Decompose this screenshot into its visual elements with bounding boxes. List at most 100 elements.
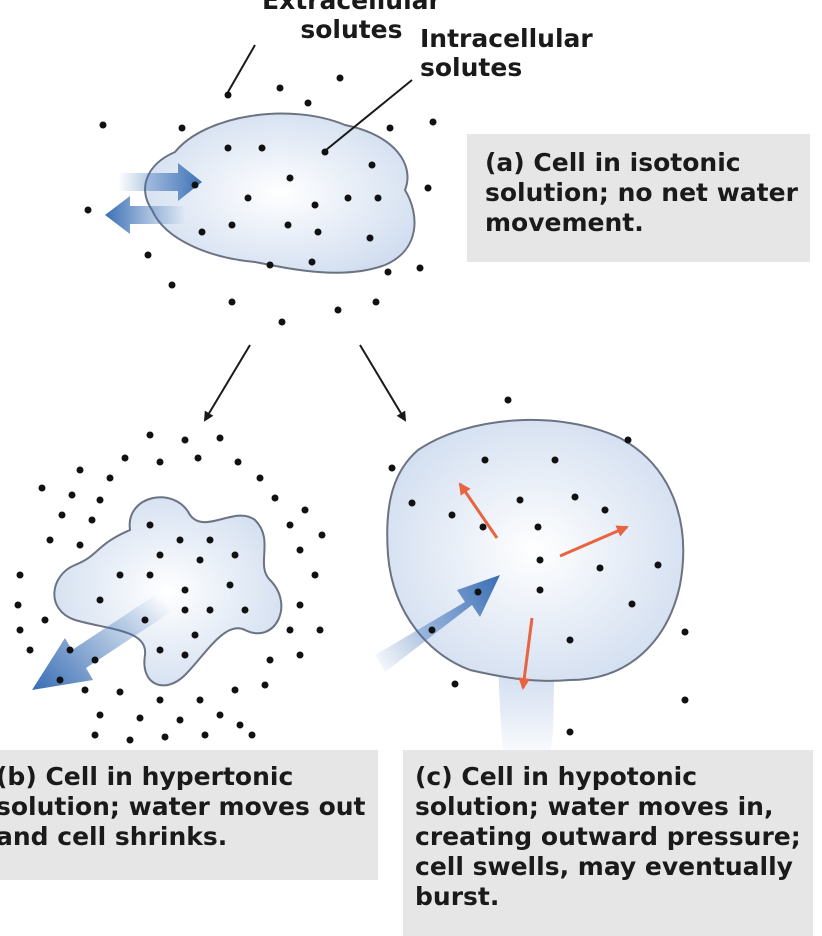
solute-dot [146,571,154,579]
solute-dot [178,124,186,132]
water-out-arrow-b [32,592,174,690]
solute-dot [296,651,304,659]
solute-dot [408,499,416,507]
solute-dot [216,434,224,442]
solute-dot [311,571,319,579]
solute-dot [91,731,99,739]
pressure-arrow-up [458,482,499,539]
solute-dot [226,581,234,589]
solute-dot [244,194,252,202]
hypertonic-cell-group [32,496,283,690]
solute-dot [334,306,342,314]
solute-dot [191,181,199,189]
solute-dot [161,733,169,741]
solute-dot [228,298,236,306]
solute-dot [314,228,322,236]
solute-dot [261,681,269,689]
solute-dot [181,606,189,614]
solute-dot [386,124,394,132]
solute-dot [368,161,376,169]
solute-dot [266,656,274,664]
solute-dot [374,194,382,202]
solute-dot [194,454,202,462]
solute-dots [14,74,689,744]
solute-dot [144,251,152,259]
solute-dot [241,606,249,614]
pressure-arrow-right [559,525,629,558]
solute-dot [336,74,344,82]
solute-dot [156,458,164,466]
solute-dot [206,606,214,614]
solute-dot [321,148,329,156]
solute-dot [256,474,264,482]
solute-dot [278,318,286,326]
solute-dot [231,686,239,694]
solute-dot [156,551,164,559]
arrow-to-hypertonic [203,344,251,422]
solute-dot [571,493,579,501]
solute-dot [84,206,92,214]
solute-dot [681,696,689,704]
solute-dot [206,536,214,544]
solute-dot [216,711,224,719]
solute-dot [536,586,544,594]
solute-dot [201,731,209,739]
caption-b: (b) Cell in hypertonic solution; water m… [0,762,366,851]
solute-dot [296,601,304,609]
solute-dot [58,511,66,519]
caption-box-b: (b) Cell in hypertonic solution; water m… [0,750,378,880]
solute-dot [234,458,242,466]
solute-dot [96,711,104,719]
solute-dot [46,536,54,544]
solute-dot [76,466,84,474]
solute-dot [156,646,164,654]
solute-dot [276,84,284,92]
solute-dot [624,436,632,444]
solute-dot [474,588,482,596]
solute-dot [311,201,319,209]
solute-dot [228,221,236,229]
extracellular-solutes-label: Extracellular solutes [262,0,441,44]
solute-dot [372,298,380,306]
caption-box-a: (a) Cell in isotonic solution; no net wa… [467,134,810,262]
pressure-arrow-down [518,617,534,690]
solute-dot [258,144,266,152]
solute-dot [96,496,104,504]
hypotonic-cell-group [375,419,685,766]
solute-dot [366,234,374,242]
solute-dot [534,523,542,531]
term-isotonic: isotonic [629,148,741,177]
solute-dot [121,454,129,462]
solute-dot [681,628,689,636]
solute-dot [99,121,107,129]
solute-dot [38,484,46,492]
solute-dot [536,556,544,564]
solute-dot [91,656,99,664]
solute-dot [176,536,184,544]
solute-dot [198,228,206,236]
solute-dot [448,511,456,519]
solute-dot [224,91,232,99]
solute-dot [428,626,436,634]
solute-dot [181,436,189,444]
solute-dot [146,431,154,439]
intracellular-solutes-label: Intracellular solutes [420,24,593,82]
solute-dot [266,261,274,269]
solute-dot [286,626,294,634]
solute-dot [318,531,326,539]
hypotonic-cell [386,419,685,682]
solute-dot [628,600,636,608]
solute-dot [566,636,574,644]
solute-dot [551,456,559,464]
water-in-arrow-c [375,575,500,672]
solute-dot [14,601,22,609]
solute-dot [168,281,176,289]
arrow-to-hypotonic [359,344,407,422]
solute-dot [596,564,604,572]
isotonic-cell-group [105,112,416,274]
solute-dot [286,521,294,529]
solute-dot [344,194,352,202]
solute-dot [424,184,432,192]
solute-dot [224,144,232,152]
